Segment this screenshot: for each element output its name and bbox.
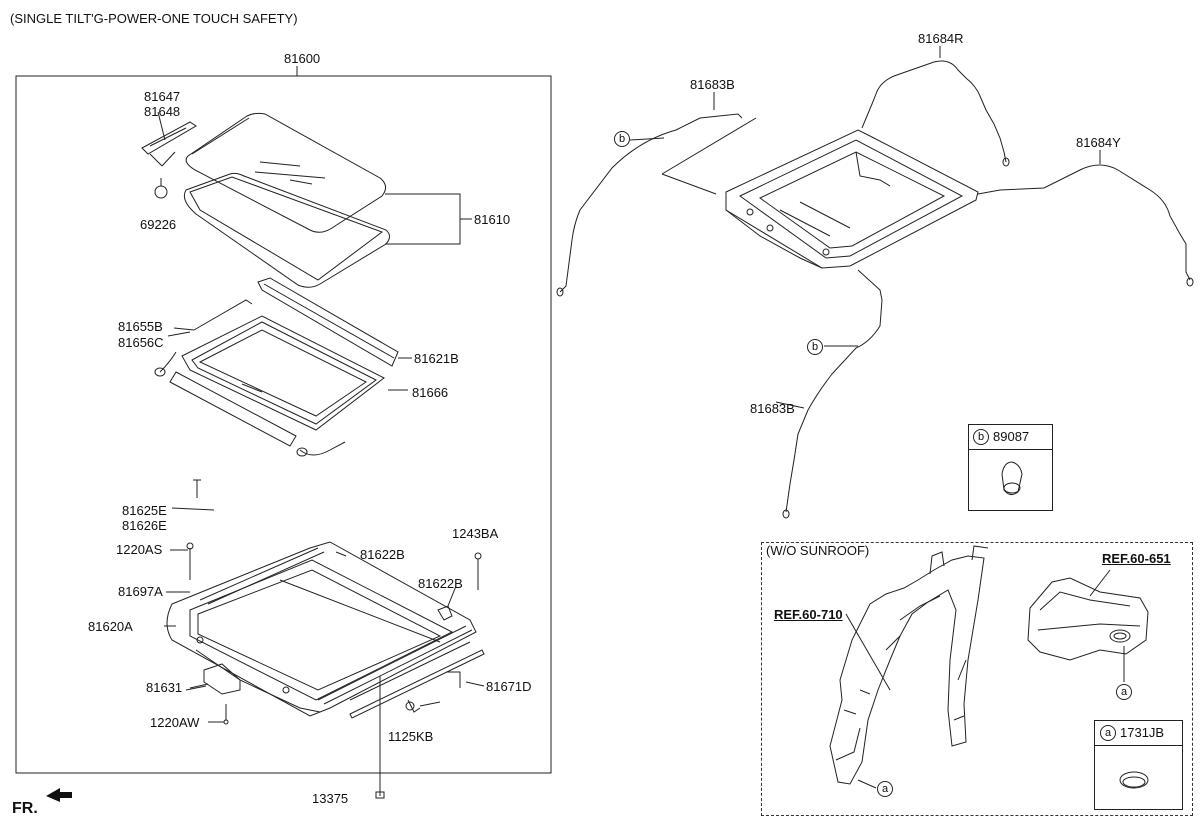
part-81684Y[interactable]: 81684Y bbox=[1076, 135, 1121, 150]
front-direction-arrow bbox=[46, 788, 72, 802]
part-1220AW[interactable]: 1220AW bbox=[150, 715, 200, 730]
drain-hose-front-left-drawing bbox=[559, 113, 743, 293]
part-13375[interactable]: 13375 bbox=[312, 791, 349, 806]
part-81671D[interactable]: 81671D bbox=[486, 679, 532, 694]
glass-seal-drawing bbox=[183, 172, 390, 288]
part-81655B[interactable]: 81655B bbox=[118, 319, 163, 334]
part-81684R[interactable]: 81684R bbox=[918, 31, 964, 46]
drain-hose-rear-left-drawing bbox=[785, 269, 883, 513]
shade-frame-drawing bbox=[181, 277, 399, 431]
ref-60-710[interactable]: REF.60-710 bbox=[774, 607, 843, 622]
wo-sunroof-title: (W/O SUNROOF) bbox=[766, 543, 870, 558]
roof-frame-assembly-drawing bbox=[725, 129, 979, 269]
part-81683B-top[interactable]: 81683B bbox=[690, 77, 735, 92]
part-1125KB[interactable]: 1125KB bbox=[388, 729, 434, 744]
part-81656C[interactable]: 81656C bbox=[118, 335, 164, 350]
legend-b-header bbox=[968, 424, 1053, 450]
motor-drawing bbox=[203, 663, 241, 695]
callout-b-lower[interactable]: b bbox=[807, 339, 823, 355]
legend-a-part-number[interactable]: 1731JB bbox=[1120, 725, 1165, 740]
glass-panel-drawing bbox=[185, 112, 386, 233]
callout-a-pillar[interactable]: a bbox=[877, 781, 893, 797]
part-69226[interactable]: 69226 bbox=[140, 217, 177, 232]
diagram-title: (SINGLE TILT'G-POWER-ONE TOUCH SAFETY) bbox=[10, 11, 298, 26]
part-81631[interactable]: 81631 bbox=[146, 680, 183, 695]
part-81610[interactable]: 81610 bbox=[474, 212, 511, 227]
body-pillar-drawing bbox=[829, 545, 989, 785]
part-81622B-right[interactable]: 81622B bbox=[418, 576, 463, 591]
callout-b-upper[interactable]: b bbox=[614, 131, 630, 147]
legend-a-header bbox=[1094, 720, 1183, 746]
part-81621B[interactable]: 81621B bbox=[414, 351, 459, 366]
roof-panel-drawing bbox=[1027, 577, 1149, 661]
part-81626E[interactable]: 81626E bbox=[122, 518, 167, 533]
roller-tube-drawing bbox=[169, 371, 297, 447]
legend-box-b bbox=[968, 424, 1053, 511]
legend-b-part-number[interactable]: 89087 bbox=[993, 429, 1030, 444]
part-81647[interactable]: 81647 bbox=[144, 89, 181, 104]
glass-bracket-drawing bbox=[141, 121, 197, 155]
drain-hose-rear-right-drawing bbox=[977, 164, 1191, 281]
part-81648[interactable]: 81648 bbox=[144, 104, 181, 119]
part-81620A[interactable]: 81620A bbox=[88, 619, 133, 634]
part-81697A[interactable]: 81697A bbox=[118, 584, 163, 599]
clip-89087-drawing bbox=[1001, 461, 1023, 496]
drive-cable-drawing bbox=[193, 299, 253, 331]
legend-box-a bbox=[1094, 720, 1183, 810]
part-81622B-top[interactable]: 81622B bbox=[360, 547, 405, 562]
assembly-part-number: 81600 bbox=[284, 51, 321, 66]
front-direction-label: FR. bbox=[12, 800, 38, 817]
plug-1731jb-drawing bbox=[1119, 771, 1149, 789]
part-1243BA[interactable]: 1243BA bbox=[452, 526, 499, 541]
wo-sunroof-panel bbox=[761, 542, 1193, 816]
part-1220AS[interactable]: 1220AS bbox=[116, 542, 163, 557]
part-81683B-bottom[interactable]: 81683B bbox=[750, 401, 795, 416]
assembly-frame bbox=[15, 75, 552, 774]
part-81625E[interactable]: 81625E bbox=[122, 503, 167, 518]
sunroof-frame-drawing bbox=[166, 541, 477, 717]
drain-hose-front-right-drawing bbox=[861, 60, 1007, 163]
callout-a-roof[interactable]: a bbox=[1116, 684, 1132, 700]
legend-b-callout: b bbox=[973, 429, 989, 445]
legend-a-callout: a bbox=[1100, 725, 1116, 741]
part-81666[interactable]: 81666 bbox=[412, 385, 449, 400]
ref-60-651[interactable]: REF.60-651 bbox=[1102, 551, 1171, 566]
